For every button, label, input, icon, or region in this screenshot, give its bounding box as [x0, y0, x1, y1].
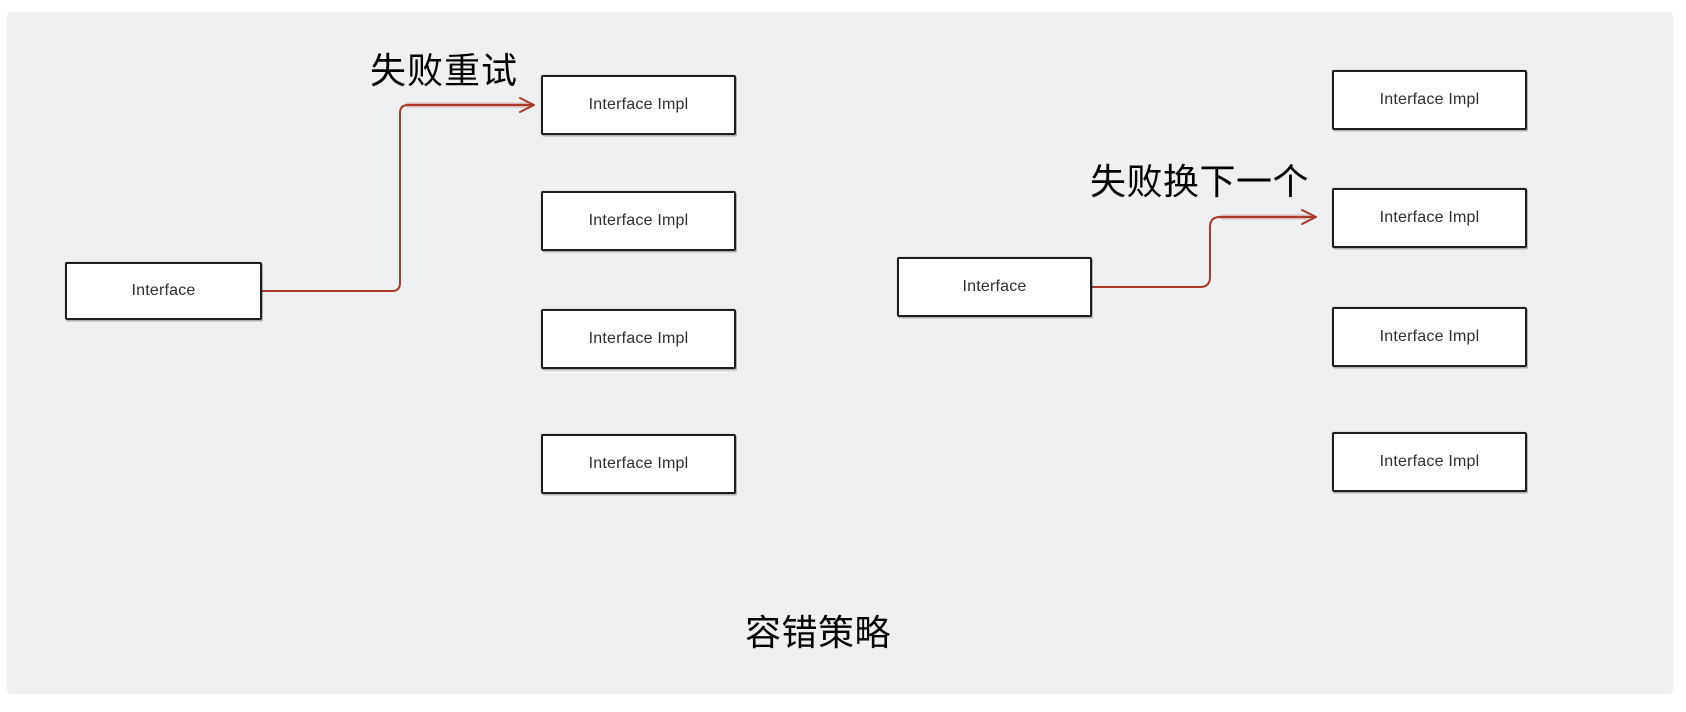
retry-strategy-label[interactable]: 失败重试 [370, 50, 519, 91]
interface-box-left[interactable]: Interface [65, 262, 262, 320]
interface-box-right[interactable]: Interface [897, 257, 1092, 317]
impl-box-left-2-label: Interface Impl [588, 212, 689, 229]
impl-box-right-3[interactable]: Interface Impl [1332, 307, 1527, 367]
impl-box-left-1-label: Interface Impl [588, 96, 689, 113]
impl-box-right-4[interactable]: Interface Impl [1332, 432, 1527, 492]
interface-box-left-label: Interface [131, 282, 196, 299]
interface-box-right-label: Interface [962, 278, 1027, 295]
impl-box-right-1-label: Interface Impl [1379, 91, 1480, 108]
failover-strategy-label[interactable]: 失败换下一个 [1090, 161, 1310, 202]
impl-box-right-1[interactable]: Interface Impl [1332, 70, 1527, 130]
impl-box-right-3-label: Interface Impl [1379, 328, 1480, 345]
impl-box-right-2-label: Interface Impl [1379, 209, 1480, 226]
impl-box-right-4-label: Interface Impl [1379, 453, 1480, 470]
impl-box-left-4[interactable]: Interface Impl [541, 434, 736, 494]
impl-box-left-2[interactable]: Interface Impl [541, 191, 736, 251]
impl-box-left-4-label: Interface Impl [588, 455, 689, 472]
impl-box-left-3-label: Interface Impl [588, 330, 689, 347]
impl-box-right-2[interactable]: Interface Impl [1332, 188, 1527, 248]
impl-box-left-1[interactable]: Interface Impl [541, 75, 736, 135]
diagram-title[interactable]: 容错策略 [745, 612, 892, 653]
impl-box-left-3[interactable]: Interface Impl [541, 309, 736, 369]
